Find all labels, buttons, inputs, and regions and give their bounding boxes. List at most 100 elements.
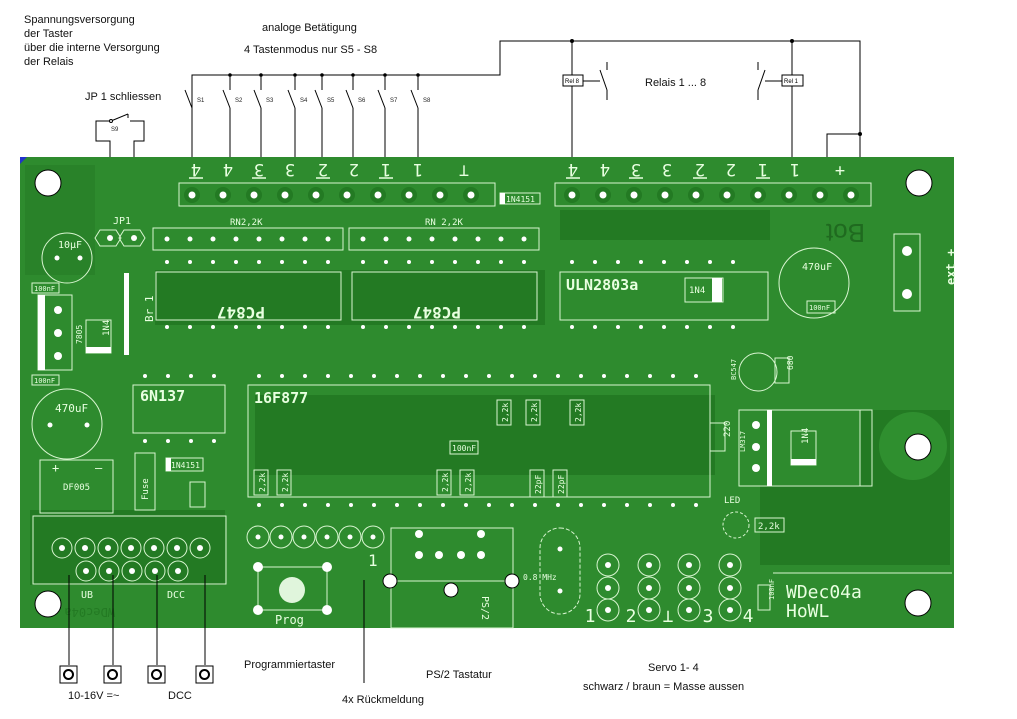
- pin: [383, 236, 389, 242]
- pin: [671, 503, 675, 507]
- ub-label: UB: [81, 590, 93, 601]
- pin: [602, 374, 606, 378]
- mounting-hole: [34, 590, 62, 618]
- pin: [686, 607, 692, 613]
- pin: [166, 439, 170, 443]
- power-note-line: über die interne Versorgung: [24, 42, 160, 54]
- pad-outline: [718, 553, 742, 577]
- pin: [407, 260, 411, 264]
- pad-outline: [143, 537, 165, 559]
- pin: [752, 443, 760, 451]
- power-connector: [32, 515, 227, 585]
- led: [722, 511, 750, 539]
- terminal-label: 3: [631, 159, 641, 179]
- pin: [727, 607, 733, 613]
- pin: [418, 374, 422, 378]
- pin: [406, 236, 412, 242]
- terminal-pin: [467, 191, 475, 199]
- switch-contact: [184, 89, 193, 109]
- cap-100nf-right-label: 100nF: [809, 304, 830, 312]
- pin: [234, 325, 238, 329]
- reg-label: 7805: [75, 325, 84, 344]
- servo-headers: [596, 553, 742, 622]
- res-led: [754, 517, 785, 533]
- pin: [685, 325, 689, 329]
- power-connector-pins: [51, 537, 211, 582]
- heatsink-tab: [767, 410, 772, 486]
- resistor: [459, 469, 475, 496]
- terminal-right-outline: [554, 182, 872, 207]
- pin: [54, 255, 60, 261]
- pin: [349, 503, 353, 507]
- relay-8-label: Rel 8: [565, 79, 580, 85]
- terminal-right-pins: [564, 187, 859, 203]
- terminal-pin: [281, 191, 289, 199]
- pin: [452, 236, 458, 242]
- resistor: [569, 399, 585, 426]
- resistor-label: 2,2k: [574, 403, 583, 422]
- pin: [347, 534, 353, 540]
- pin: [82, 545, 88, 551]
- pin: [326, 503, 330, 507]
- fuse: [134, 452, 156, 511]
- relay-symbols: Rel 8 Rel 1: [562, 62, 804, 100]
- pin: [54, 329, 62, 337]
- pin: [415, 530, 423, 538]
- pin: [648, 374, 652, 378]
- pin: [165, 325, 169, 329]
- pin: [326, 374, 330, 378]
- pin: [731, 260, 735, 264]
- capacitor-label: 22pF: [534, 475, 543, 494]
- pin: [477, 530, 485, 538]
- pin: [429, 236, 435, 242]
- terminal-pin: [405, 191, 413, 199]
- pin: [188, 325, 192, 329]
- pin: [302, 236, 308, 242]
- terminal-label: 3: [285, 159, 295, 179]
- diode-band: [712, 278, 722, 302]
- terminal-label: 2: [349, 159, 359, 179]
- pin: [616, 325, 620, 329]
- terminal-label: 3: [662, 159, 672, 179]
- terminal-pin: [661, 191, 669, 199]
- jp1-pin: [131, 235, 137, 241]
- pad-outline: [269, 525, 293, 549]
- capacitor-label: 22pF: [557, 475, 566, 494]
- capacitor-22pf: [529, 469, 545, 498]
- power-note-line: der Relais: [24, 56, 74, 68]
- s9-label: S9: [111, 127, 119, 133]
- pin: [752, 464, 760, 472]
- cap-100nf-b: [31, 374, 60, 386]
- pin: [441, 374, 445, 378]
- pin: [522, 325, 526, 329]
- rn-left: [152, 227, 344, 251]
- cap-100nf-servo: [757, 584, 771, 611]
- diode-uln-label: 1N4: [689, 286, 705, 296]
- prog-button-cap[interactable]: [279, 577, 305, 603]
- terminal-label: 1: [381, 159, 391, 179]
- res-220: [709, 422, 726, 452]
- power-note-line: Spannungsversorgung: [24, 14, 135, 26]
- switch-label: S7: [390, 98, 398, 104]
- pin: [129, 568, 135, 574]
- jp1-pad-2: [118, 229, 146, 247]
- switch-contact: [287, 89, 296, 109]
- mounting-holes: [34, 169, 933, 618]
- servo-label: ⊥: [663, 606, 674, 627]
- pin: [453, 325, 457, 329]
- pin: [487, 503, 491, 507]
- pad-outline: [120, 537, 142, 559]
- bottom-wiring: [68, 575, 365, 683]
- servo-label: 4: [743, 606, 754, 627]
- pin: [106, 568, 112, 574]
- pin: [325, 236, 331, 242]
- prog-button[interactable]: [257, 566, 328, 611]
- pin: [475, 236, 481, 242]
- pin: [557, 588, 563, 594]
- dcc-note: DCC: [168, 690, 192, 702]
- pin: [47, 422, 53, 428]
- res-led-label: 2,2k: [758, 522, 780, 532]
- diode-top-label: 1N4151: [506, 195, 535, 204]
